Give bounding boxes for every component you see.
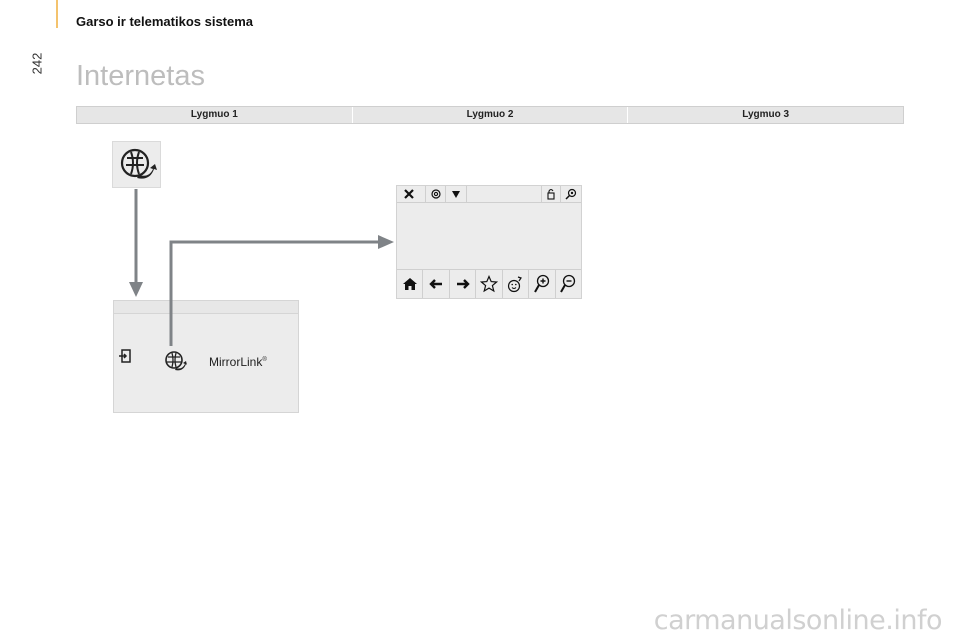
exit-icon	[119, 349, 131, 363]
browser-screen	[396, 185, 582, 299]
forward-button[interactable]	[450, 270, 477, 298]
zoom-in-button[interactable]	[529, 270, 556, 298]
zoom-out-icon	[560, 274, 576, 293]
page-number: 242	[29, 52, 45, 75]
reload-icon	[508, 276, 523, 293]
address-button[interactable]	[425, 186, 446, 202]
zoom-out-button[interactable]	[556, 270, 581, 298]
menu-top-strip	[114, 301, 298, 314]
mirrorlink-button[interactable]: MirrorLink®	[209, 355, 267, 369]
page-edge-mark	[56, 0, 58, 28]
exit-button[interactable]	[118, 349, 132, 363]
browser-bottom-bar	[397, 269, 581, 298]
internet-globe-icon	[165, 351, 187, 371]
at-icon	[431, 189, 441, 199]
home-button[interactable]	[397, 270, 424, 298]
dropdown-icon	[452, 191, 460, 198]
header-title: Garso ir telematikos sistema	[76, 14, 254, 29]
level-1-label: Lygmuo 1	[77, 107, 353, 123]
reload-button[interactable]	[503, 270, 530, 298]
level-2-label: Lygmuo 2	[353, 107, 629, 123]
favorites-button[interactable]	[476, 270, 503, 298]
close-icon	[404, 189, 414, 199]
dropdown-button[interactable]	[445, 186, 467, 202]
internet-menu-screen: MirrorLink®	[113, 300, 299, 413]
mirrorlink-mark: ®	[262, 357, 267, 363]
security-button[interactable]	[541, 186, 560, 202]
level-3-label: Lygmuo 3	[742, 109, 790, 120]
forward-icon	[456, 279, 470, 289]
browser-toolbar	[397, 186, 581, 203]
watermark: carmanualsonline.info	[653, 605, 943, 636]
section-title: Internetas	[76, 60, 205, 92]
lock-icon	[547, 188, 555, 200]
arrow-menu-to-browser-head	[378, 235, 394, 249]
zoom-in-icon	[533, 274, 549, 293]
internet-button[interactable]	[112, 141, 161, 188]
home-icon	[402, 278, 417, 290]
back-button[interactable]	[423, 270, 450, 298]
arrow-level1-to-menu-head	[129, 282, 143, 297]
level-bar: Lygmuo 1 Lygmuo 2 Lygmuo 3	[76, 106, 904, 124]
close-button[interactable]	[399, 186, 419, 202]
back-icon	[429, 279, 443, 289]
mirrorlink-label: MirrorLink	[209, 355, 263, 369]
internet-globe-icon	[120, 148, 157, 179]
settings-icon	[565, 188, 577, 200]
browser-settings-button[interactable]	[560, 186, 581, 202]
internet-browser-button[interactable]	[162, 349, 188, 375]
favorite-star-icon	[479, 275, 498, 293]
